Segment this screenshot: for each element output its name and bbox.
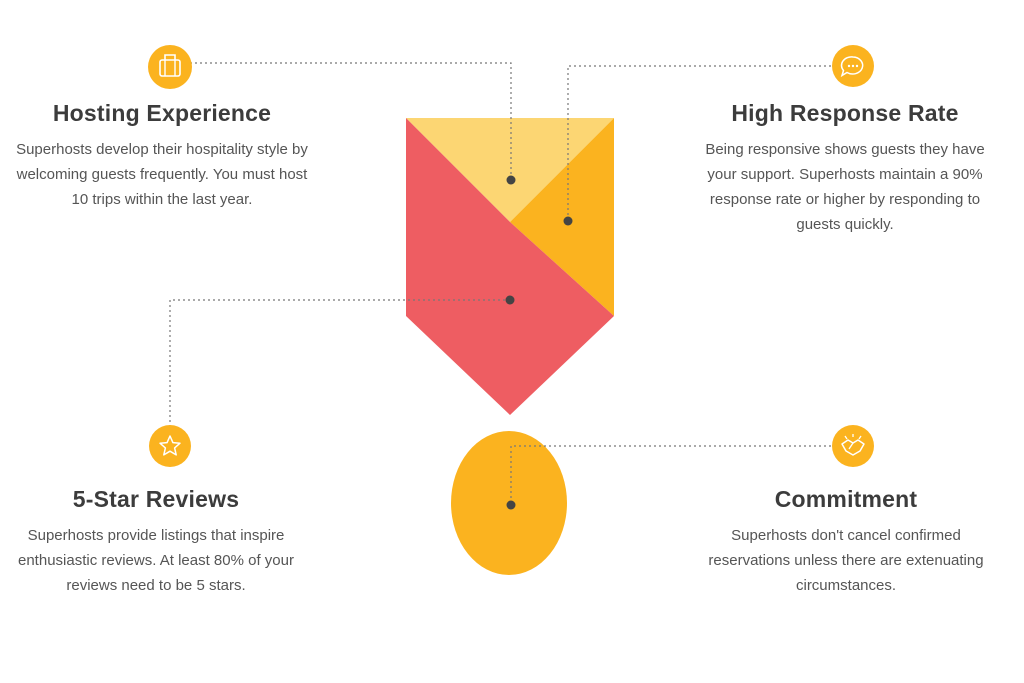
connector-response <box>567 65 836 221</box>
feature-description: Superhosts don't cancel confirmed reserv… <box>708 527 984 594</box>
luggage-icon <box>148 45 192 89</box>
feature-hosting-experience: Hosting Experience Superhosts develop th… <box>12 100 312 212</box>
ribbon-light-yellow-segment <box>406 118 614 222</box>
connector-dot-response <box>563 216 573 226</box>
star-icon <box>149 425 191 467</box>
connector-reviews <box>169 299 510 428</box>
ribbon-coral-segment <box>406 118 614 415</box>
connector-dot-commitment <box>506 500 516 510</box>
connector-hosting <box>190 62 512 180</box>
feature-commitment: Commitment Superhosts don't cancel confi… <box>690 486 1002 598</box>
chat-bubble-icon <box>832 45 874 87</box>
connector-dot-hosting <box>506 175 516 185</box>
feature-5-star-reviews: 5-Star Reviews Superhosts provide listin… <box>6 486 306 598</box>
feature-title: Commitment <box>774 486 918 512</box>
ribbon-yellow-segment <box>510 118 614 316</box>
feature-description: Superhosts provide listings that inspire… <box>18 527 294 594</box>
feature-title: High Response Rate <box>731 100 959 126</box>
feature-high-response-rate: High Response Rate Being responsive show… <box>692 100 998 237</box>
feature-title: Hosting Experience <box>52 100 272 126</box>
feature-description: Superhosts develop their hospitality sty… <box>16 141 308 208</box>
handshake-icon <box>832 425 874 467</box>
connector-dot-reviews <box>505 295 515 305</box>
feature-description: Being responsive shows guests they have … <box>705 141 985 233</box>
connector-commitment <box>510 445 836 505</box>
feature-title: 5-Star Reviews <box>72 486 240 512</box>
